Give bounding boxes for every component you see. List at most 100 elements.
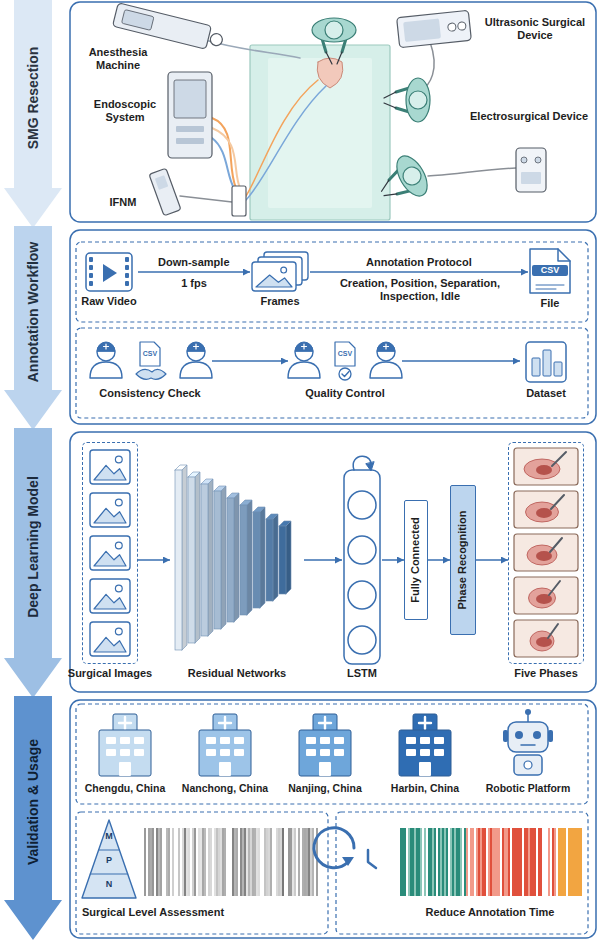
assessment-barcode-part bbox=[298, 828, 300, 896]
annotation-barcode-part bbox=[420, 828, 422, 896]
operating-room-part bbox=[180, 196, 232, 202]
assessment-barcode-part bbox=[270, 828, 272, 896]
junction-box-part bbox=[232, 186, 246, 216]
surgeon-part bbox=[409, 91, 427, 109]
icon-frame bbox=[508, 442, 584, 664]
edge-label: Down-sample bbox=[156, 256, 232, 269]
anesthesia-machine-part bbox=[113, 3, 212, 50]
phase-image-part bbox=[514, 534, 578, 571]
consistency-icons-part bbox=[136, 369, 166, 379]
assessment-barcode-part bbox=[254, 828, 256, 896]
phase-image-part bbox=[552, 452, 566, 466]
site-label: Nanchong, China bbox=[177, 782, 273, 795]
residual-layers-part bbox=[201, 484, 208, 636]
annotation-barcode-part bbox=[484, 828, 486, 896]
hospital-icon-part bbox=[306, 749, 316, 756]
hospital-icon-part bbox=[234, 749, 244, 756]
assessment-barcode-part bbox=[148, 828, 150, 896]
ultrasonic-device-part bbox=[397, 10, 472, 47]
hospital-icon-part bbox=[319, 717, 331, 729]
assessment-barcode-part bbox=[312, 828, 314, 896]
surgical-image-icon-part bbox=[94, 508, 126, 523]
hospital-icon-part bbox=[206, 749, 216, 756]
video-icon-part bbox=[89, 273, 93, 278]
phase-image-part bbox=[514, 491, 578, 528]
residual-layers-part bbox=[253, 512, 260, 608]
icon-caption: Surgical Images bbox=[68, 667, 152, 680]
dashed-group-box bbox=[76, 242, 588, 934]
annotation-barcode-part bbox=[576, 828, 578, 896]
endoscopic-system-part bbox=[174, 80, 206, 118]
quality-control-icons bbox=[288, 342, 402, 380]
residual-layers-part bbox=[188, 477, 195, 643]
annotation-barcode-part bbox=[560, 828, 562, 896]
file-tag: CSV bbox=[140, 350, 160, 358]
annotation-barcode-part bbox=[570, 828, 572, 896]
quality-control-icons-part bbox=[384, 344, 389, 349]
annotation-barcode-part bbox=[524, 828, 526, 896]
flow-arrow bbox=[382, 559, 404, 561]
residual-layers-part bbox=[201, 479, 213, 484]
annotation-barcode-part bbox=[496, 828, 498, 896]
endoscopic-system-part bbox=[168, 72, 212, 158]
consistency-icons-part bbox=[97, 343, 115, 361]
assessment-barcode-part bbox=[192, 828, 194, 896]
assessment-barcode-part bbox=[150, 828, 152, 896]
site-label: Nanjing, China bbox=[277, 782, 373, 795]
assessment-barcode-part bbox=[304, 828, 306, 896]
operating-room-part bbox=[250, 45, 390, 220]
hospital-icon-part bbox=[334, 749, 344, 756]
frames-icon-part bbox=[252, 262, 296, 291]
consistency-icons-part bbox=[194, 344, 199, 349]
assessment-barcode-part bbox=[294, 828, 296, 896]
icon-group: Dataset bbox=[520, 338, 572, 384]
annotation-barcode-part bbox=[552, 828, 554, 896]
quality-control-icons-part bbox=[295, 343, 313, 361]
electrosurgical-device bbox=[516, 148, 546, 192]
icon-frame bbox=[342, 470, 382, 664]
operating-room-part bbox=[317, 58, 343, 88]
dashed-group-box-part bbox=[76, 812, 328, 934]
quality-control-icons-part bbox=[342, 372, 349, 377]
hospital-icon-part bbox=[319, 762, 331, 776]
annotation-barcode-part bbox=[450, 828, 452, 896]
level-letter: P bbox=[103, 855, 115, 866]
residual-layers-part bbox=[240, 505, 247, 615]
history-clock bbox=[314, 828, 376, 868]
device-label: Electrosurgical Device bbox=[470, 110, 588, 123]
quality-control-icons-part bbox=[302, 344, 307, 349]
video-icon-part bbox=[125, 265, 129, 270]
hospital-icon-part bbox=[119, 717, 131, 729]
assessment-barcode-part bbox=[152, 828, 154, 896]
phase-image-part bbox=[514, 620, 578, 657]
icon-frame bbox=[288, 338, 402, 384]
assessment-barcode-part bbox=[276, 828, 278, 896]
hospital-icon-part bbox=[334, 737, 344, 744]
annotation-barcode-part bbox=[534, 828, 536, 896]
annotation-barcode-part bbox=[442, 828, 444, 896]
residual-layers-part bbox=[253, 507, 265, 512]
annotation-barcode-part bbox=[466, 828, 468, 896]
stage-panel-part bbox=[70, 432, 596, 692]
hospital-icon-part bbox=[219, 762, 231, 776]
hospital-icon-part bbox=[219, 717, 231, 729]
operating-room-part bbox=[212, 128, 240, 188]
anesthesia-machine-part bbox=[209, 32, 224, 47]
annotation-barcode-part bbox=[416, 828, 418, 896]
consistency-icons-part bbox=[97, 342, 115, 351]
assessment-barcode-part bbox=[166, 828, 168, 896]
annotation-barcode-part bbox=[508, 828, 510, 896]
hospital-icon-part bbox=[113, 714, 137, 732]
icon-frame bbox=[82, 442, 138, 664]
stage-title: Annotation Workflow bbox=[25, 242, 42, 383]
hospital-icon-part bbox=[320, 749, 330, 756]
layer-box: Fully Connected bbox=[404, 500, 428, 620]
annotation-barcode-part bbox=[478, 828, 480, 896]
dashed-group-box-part bbox=[336, 812, 588, 934]
assessment-barcode-part bbox=[232, 828, 234, 896]
hospital-icon-part bbox=[419, 762, 431, 776]
annotation-barcode-part bbox=[432, 828, 434, 896]
annotation-barcode-part bbox=[476, 828, 478, 896]
